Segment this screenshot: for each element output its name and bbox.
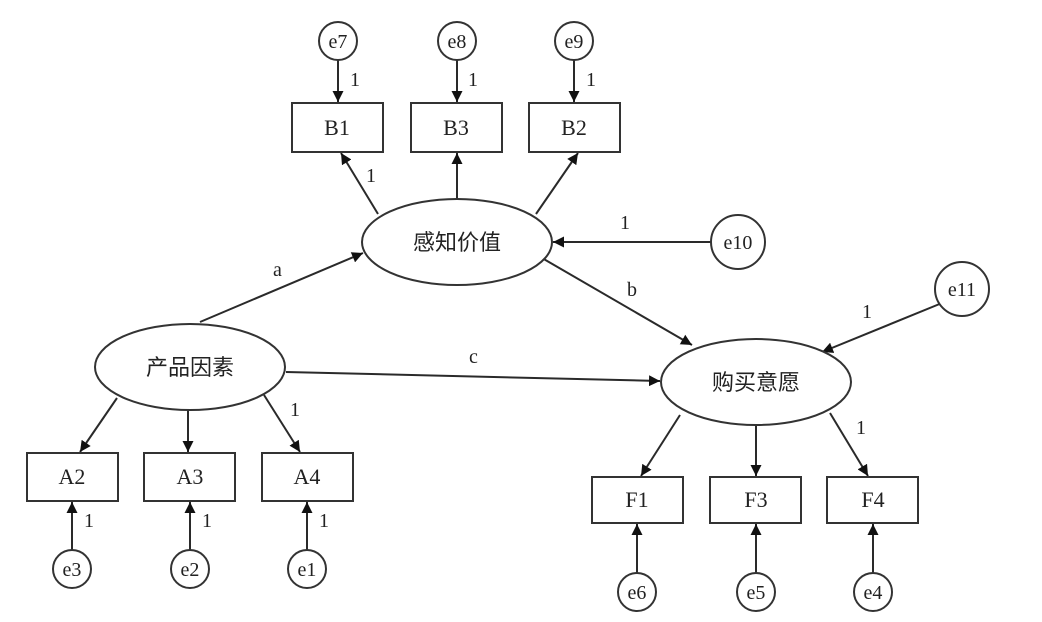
edge-path-b: [541, 257, 693, 346]
loading-label-e11-pi: 1: [862, 301, 872, 323]
indicator-f4-label: F4: [861, 487, 884, 512]
error-e11: e11: [934, 261, 990, 317]
error-e10: e10: [710, 214, 766, 270]
loading-label-e10-pv: 1: [620, 212, 630, 234]
indicator-b1-label: B1: [324, 115, 350, 140]
loading-label-pv-b1: 1: [366, 165, 376, 187]
loading-label-e9-b2: 1: [586, 69, 596, 91]
edge-pv-b1: [340, 152, 379, 215]
error-e2-label: e2: [181, 559, 200, 581]
edge-pf-a4: [263, 394, 301, 453]
edge-pi-f4: [829, 412, 869, 477]
path-label-b: b: [627, 279, 637, 301]
indicator-b1: B1: [291, 102, 384, 153]
indicator-a3: A3: [143, 452, 236, 502]
error-e7-label: e7: [329, 31, 348, 53]
loading-label-e7-b1: 1: [350, 69, 360, 91]
latent-product-factors: 产品因素: [94, 323, 286, 411]
indicator-a4: A4: [261, 452, 354, 502]
indicator-a2: A2: [26, 452, 119, 502]
indicator-f1-label: F1: [625, 487, 648, 512]
indicator-b3-label: B3: [443, 115, 469, 140]
latent-purchase-intention-label: 购买意愿: [712, 371, 800, 396]
indicator-a2-label: A2: [59, 464, 86, 489]
indicator-b2: B2: [528, 102, 621, 153]
latent-product-factors-label: 产品因素: [146, 356, 234, 381]
edge-pv-b2: [535, 152, 579, 215]
error-e3: e3: [52, 549, 92, 589]
indicator-f4: F4: [826, 476, 919, 524]
loading-label-pi-f4: 1: [856, 417, 866, 439]
error-e1: e1: [287, 549, 327, 589]
path-label-a: a: [273, 259, 282, 281]
error-e10-label: e10: [724, 232, 753, 254]
error-e2: e2: [170, 549, 210, 589]
indicator-f3-label: F3: [744, 487, 767, 512]
edge-path-c: [285, 371, 661, 387]
loading-label-pf-a4: 1: [290, 399, 300, 421]
error-e8: e8: [437, 21, 477, 61]
loading-label-e3-a2: 1: [84, 510, 94, 532]
edge-path-a: [199, 252, 364, 323]
indicator-f3: F3: [709, 476, 802, 524]
path-label-c: c: [469, 346, 478, 368]
indicator-b3: B3: [410, 102, 503, 153]
latent-purchase-intention: 购买意愿: [660, 338, 852, 426]
error-e5: e5: [736, 572, 776, 612]
indicator-a3-label: A3: [177, 464, 204, 489]
error-e5-label: e5: [747, 582, 766, 604]
latent-perceived-value-label: 感知价值: [413, 231, 501, 256]
error-e8-label: e8: [448, 31, 467, 53]
error-e6-label: e6: [628, 582, 647, 604]
error-e1-label: e1: [298, 559, 317, 581]
edge-pf-a2: [79, 397, 118, 453]
loading-label-e2-a3: 1: [202, 510, 212, 532]
latent-perceived-value: 感知价值: [361, 198, 553, 286]
error-e4-label: e4: [864, 582, 883, 604]
error-e6: e6: [617, 572, 657, 612]
edge-pi-f1: [640, 414, 681, 477]
edge-e11-pi: [821, 302, 943, 353]
indicator-a4-label: A4: [294, 464, 321, 489]
loading-label-e8-b3: 1: [468, 69, 478, 91]
error-e4: e4: [853, 572, 893, 612]
loading-label-e1-a4: 1: [319, 510, 329, 532]
error-e7: e7: [318, 21, 358, 61]
indicator-b2-label: B2: [561, 115, 587, 140]
error-e9-label: e9: [565, 31, 584, 53]
error-e3-label: e3: [63, 559, 82, 581]
error-e9: e9: [554, 21, 594, 61]
indicator-f1: F1: [591, 476, 684, 524]
error-e11-label: e11: [948, 279, 976, 301]
